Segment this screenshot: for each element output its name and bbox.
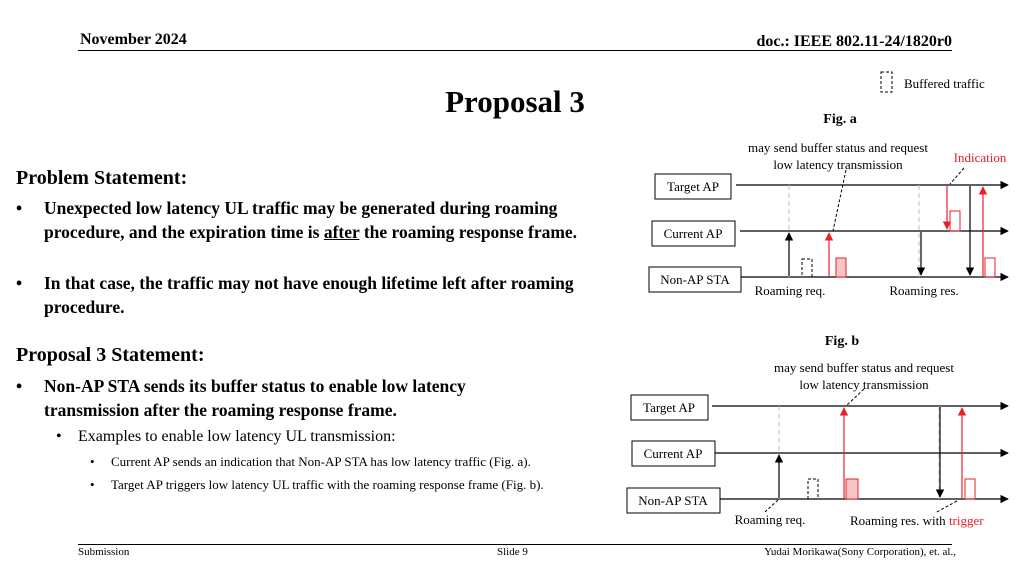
fig-b-note-line1: may send buffer status and request <box>774 360 954 375</box>
bullet-dot: • <box>56 428 62 445</box>
bullet-dot: • <box>90 477 95 492</box>
fig-b-note-pointer <box>845 388 865 407</box>
proposal-sub-bullet-text: Examples to enable low latency UL transm… <box>78 428 396 445</box>
fig-a-current-ap-box <box>651 220 736 247</box>
problem-bullet-1-text-b: the roaming response frame. <box>359 221 578 242</box>
bullet-dot: • <box>90 454 95 469</box>
problem-bullet-1-underlined: after <box>323 221 360 242</box>
proposal-subsub-bullet-2: • Target AP triggers low latency UL traf… <box>90 477 544 493</box>
fig-a-non-ap-sta-label: Non-AP STA <box>660 272 730 287</box>
proposal-heading: Proposal 3 Statement: <box>16 344 205 366</box>
footer-divider <box>78 544 952 545</box>
fig-b-roaming-req-label: Roaming req. <box>735 512 806 527</box>
proposal-bullet-1: • Non-AP STA sends its buffer status to … <box>16 375 536 422</box>
fig-a-note-line1: may send buffer status and request <box>748 140 928 155</box>
bullet-dot: • <box>16 273 23 293</box>
fig-b-non-ap-sta-label: Non-AP STA <box>638 493 708 508</box>
proposal-bullet-1-text: Non-AP STA sends its buffer status to en… <box>44 376 466 420</box>
fig-b-roaming-res-pointer <box>934 500 958 514</box>
bullet-dot: • <box>16 198 23 218</box>
fig-b-target-ap-label: Target AP <box>643 400 695 415</box>
fig-a-buffered-traffic-icon <box>801 258 813 278</box>
fig-a-current-ap-label: Current AP <box>664 226 723 241</box>
fig-a-indication-frame <box>949 210 961 232</box>
fig-b-non-ap-sta-box <box>626 487 721 514</box>
fig-b-buffer-status-frame <box>845 478 859 500</box>
proposal-subsub-2-text: Target AP triggers low latency UL traffi… <box>111 477 544 492</box>
proposal-subsub-1-text: Current AP sends an indication that Non-… <box>111 454 531 469</box>
bullet-dot: • <box>16 376 23 396</box>
header-date: November 2024 <box>80 31 187 48</box>
fig-b-note-line2: low latency transmission <box>799 377 929 392</box>
fig-b-caption: Fig. b <box>825 334 859 349</box>
fig-a-note-pointer <box>832 169 847 232</box>
fig-a-buffer-status-frame <box>835 257 847 278</box>
fig-b-target-ap-box <box>630 394 709 421</box>
footer-slide-number: Slide 9 <box>497 546 528 558</box>
proposal-sub-bullet: • Examples to enable low latency UL tran… <box>56 428 396 446</box>
fig-b-roaming-res-prefix: Roaming res. with <box>850 513 949 528</box>
problem-bullet-1-text-a: Unexpected low latency UL traffic may be… <box>44 198 558 242</box>
fig-a-indication-label: Indication <box>954 150 1007 165</box>
fig-a-non-ap-sta-box <box>648 266 742 293</box>
legend-label: Buffered traffic <box>904 76 985 91</box>
fig-b-current-ap-label: Current AP <box>644 446 703 461</box>
fig-a-note-line2: low latency transmission <box>773 157 903 172</box>
fig-a-roaming-res-label: Roaming res. <box>889 283 958 298</box>
fig-b-buffered-traffic-icon <box>807 478 819 500</box>
slide-title: Proposal 3 <box>445 84 585 119</box>
footer-author: Yudai Morikawa(Sony Corporation), et. al… <box>764 546 956 558</box>
fig-b-roaming-req-pointer <box>764 499 779 513</box>
fig-b-current-ap-box <box>631 440 716 467</box>
fig-a-roaming-req-label: Roaming req. <box>755 283 826 298</box>
problem-bullet-2: • In that case, the traffic may not have… <box>16 272 576 319</box>
fig-b-ul-traffic-frame <box>964 478 976 500</box>
fig-b-trigger-label: trigger <box>949 513 984 528</box>
proposal-subsub-bullet-1: • Current AP sends an indication that No… <box>90 454 531 470</box>
problem-heading: Problem Statement: <box>16 167 188 189</box>
fig-a-ul-traffic-frame <box>984 257 996 278</box>
problem-bullet-2-text: In that case, the traffic may not have e… <box>44 273 574 317</box>
problem-bullet-1: • Unexpected low latency UL traffic may … <box>16 197 616 244</box>
header-doc-id: doc.: IEEE 802.11-24/1820r0 <box>756 33 952 50</box>
fig-b-roaming-res-label: Roaming res. with trigger <box>850 513 984 528</box>
footer-submission: Submission <box>78 546 130 558</box>
fig-a-target-ap-label: Target AP <box>667 179 719 194</box>
fig-a-target-ap-box <box>654 173 732 200</box>
legend-buffer-icon <box>880 71 893 93</box>
header-divider <box>78 50 952 51</box>
fig-a-caption: Fig. a <box>823 112 856 127</box>
fig-a-indication-pointer <box>949 167 965 185</box>
